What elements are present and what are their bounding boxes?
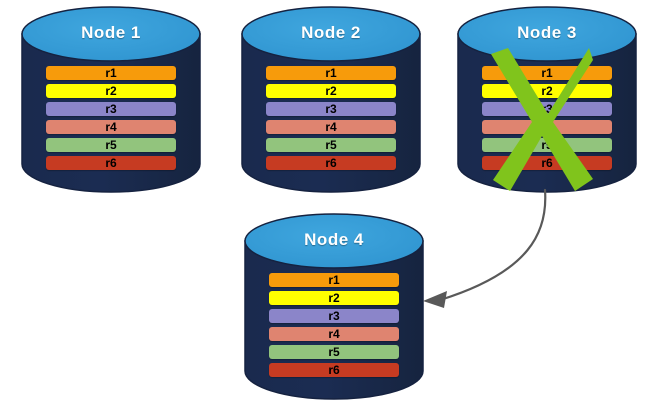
node-4-row-r1[interactable]: r1	[269, 273, 399, 287]
node-2-row-r6[interactable]: r6	[266, 156, 396, 170]
node-4-row-r2[interactable]: r2	[269, 291, 399, 305]
node-2-row-r4[interactable]: r4	[266, 120, 396, 134]
node-2-row-r5[interactable]: r5	[266, 138, 396, 152]
node-4-cylinder[interactable]: Node 4 r1 r2 r3 r4 r5 r6	[244, 213, 424, 400]
node-4-rows: r1 r2 r3 r4 r5 r6	[245, 273, 423, 377]
node-1-row-r3[interactable]: r3	[46, 102, 176, 116]
node-2-cylinder[interactable]: Node 2 r1 r2 r3 r4 r5 r6	[241, 6, 421, 193]
node-1-row-r2[interactable]: r2	[46, 84, 176, 98]
node-1-row-r6[interactable]: r6	[46, 156, 176, 170]
node-1-row-r4[interactable]: r4	[46, 120, 176, 134]
node-2-row-r3[interactable]: r3	[266, 102, 396, 116]
node-1-row-r5[interactable]: r5	[46, 138, 176, 152]
node-4-row-r6[interactable]: r6	[269, 363, 399, 377]
node-4-row-r3[interactable]: r3	[269, 309, 399, 323]
node-4-row-r5[interactable]: r5	[269, 345, 399, 359]
node-1-cylinder[interactable]: Node 1 r1 r2 r3 r4 r5 r6	[21, 6, 201, 193]
node-1-row-r1[interactable]: r1	[46, 66, 176, 80]
node-2-row-r1[interactable]: r1	[266, 66, 396, 80]
node-1-rows: r1 r2 r3 r4 r5 r6	[22, 66, 200, 170]
node-2-rows: r1 r2 r3 r4 r5 r6	[242, 66, 420, 170]
node-4-row-r4[interactable]: r4	[269, 327, 399, 341]
node-2-row-r2[interactable]: r2	[266, 84, 396, 98]
